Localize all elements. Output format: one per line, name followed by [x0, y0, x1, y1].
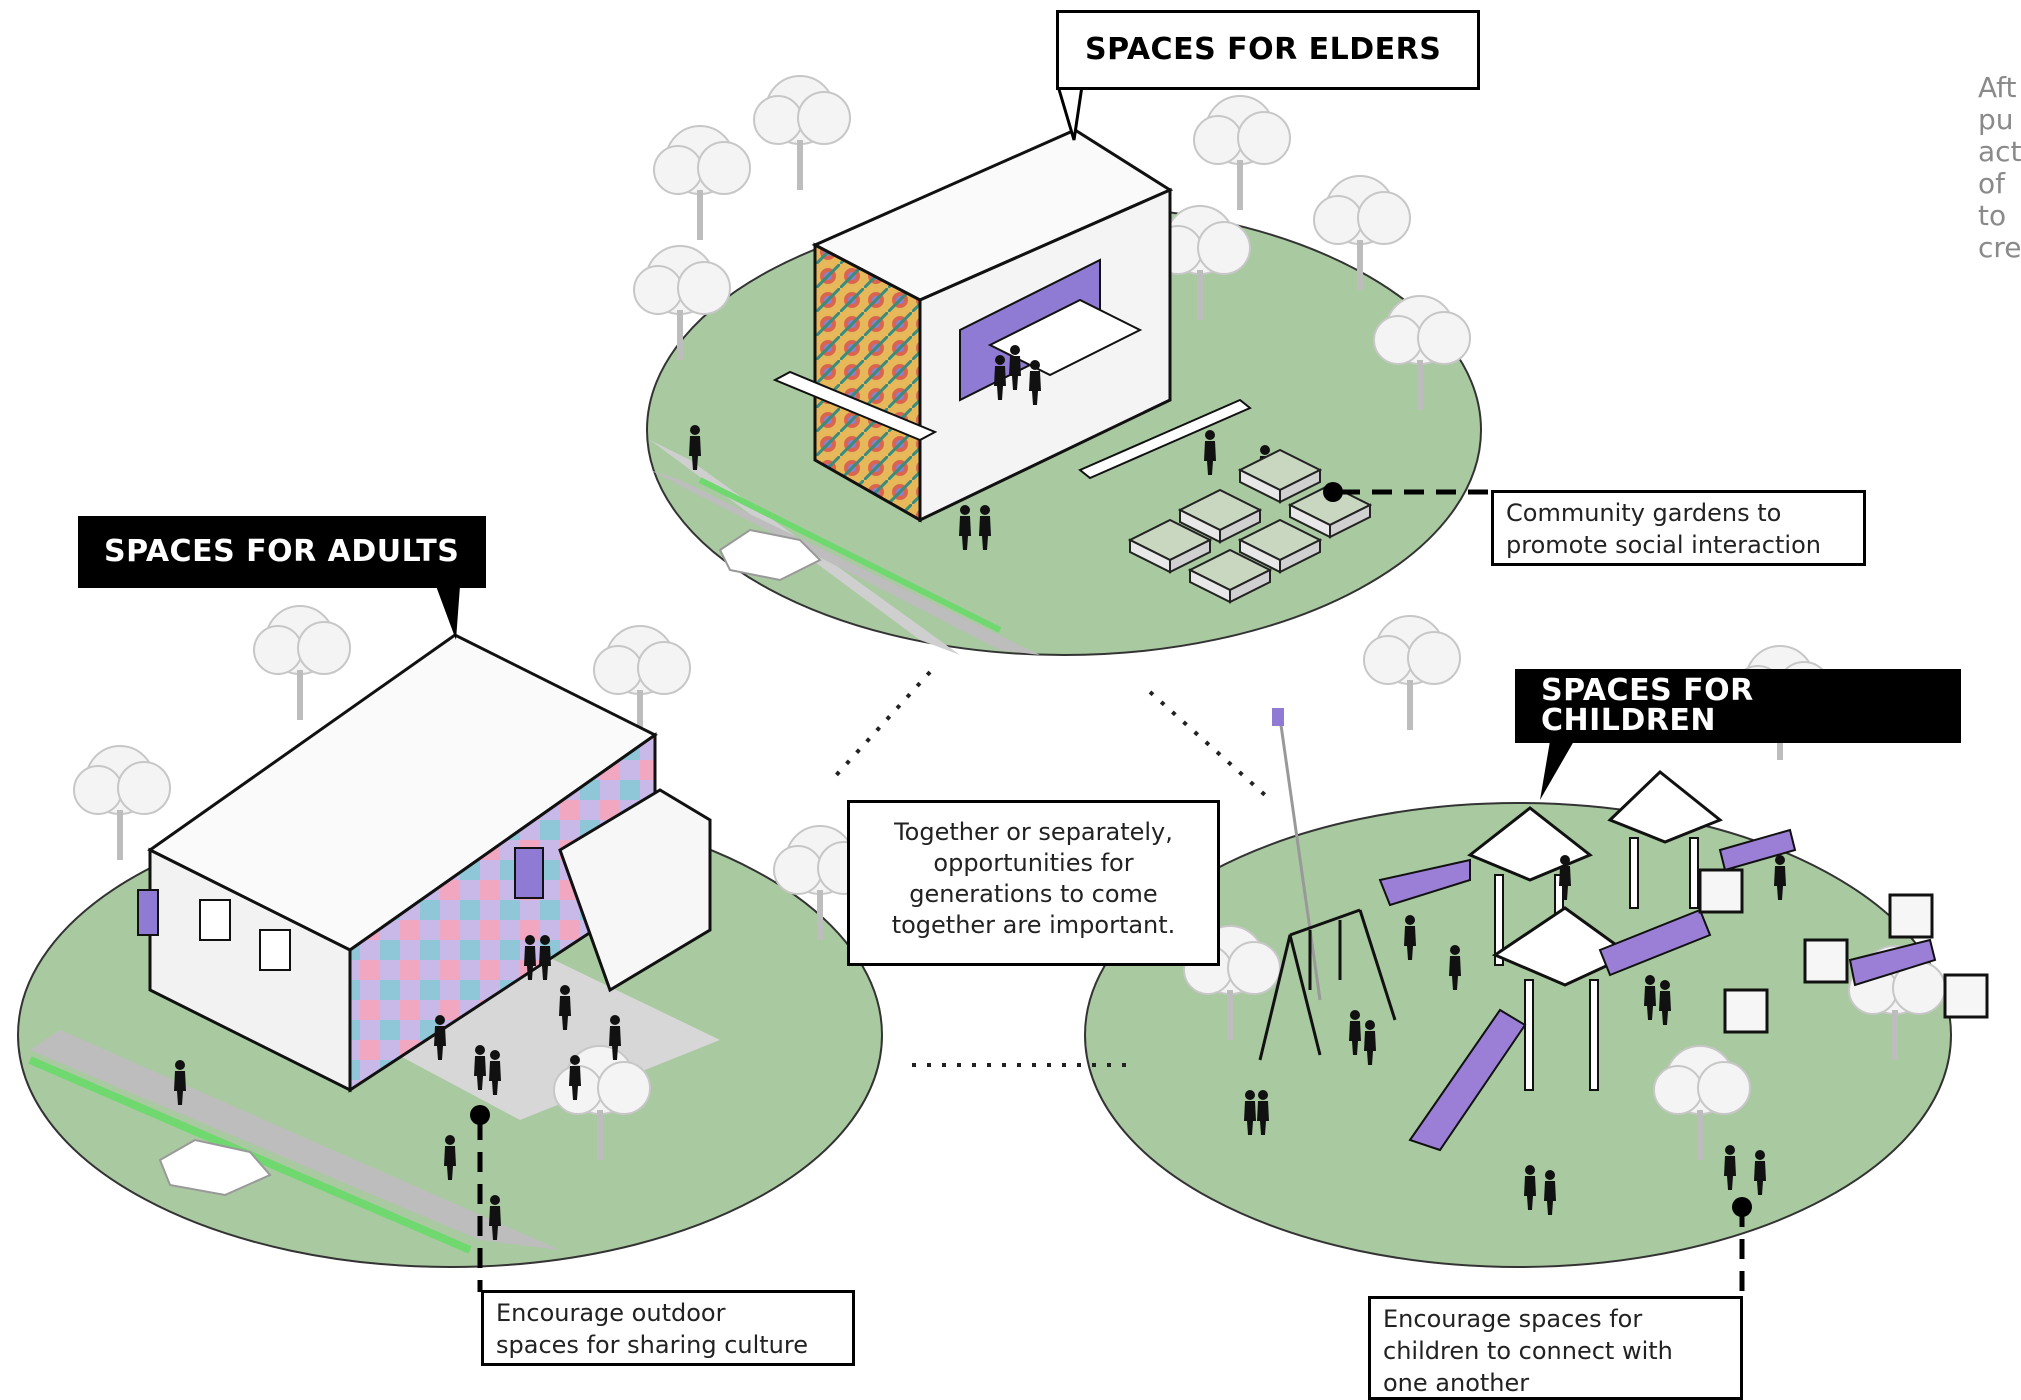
children-connect-line: one another	[1383, 1369, 1530, 1397]
center-note: Together or separately, opportunities fo…	[847, 800, 1220, 966]
slide-icon	[1378, 828, 1937, 1152]
adults-site	[17, 605, 883, 1268]
side-text-line: pu	[1978, 103, 2014, 136]
outdoor-line: spaces for sharing culture	[496, 1331, 808, 1359]
car-icon	[158, 1138, 272, 1197]
children-connect-line: children to connect with	[1383, 1337, 1673, 1365]
center-note-line: Together or separately,	[894, 818, 1173, 846]
tag-pointer	[1540, 741, 1574, 800]
car-icon	[718, 528, 822, 582]
pavilion-icon	[1607, 770, 1723, 909]
children-connect-callout: Encourage spaces for children to connect…	[1368, 1296, 1743, 1400]
side-text: Aft pu act of to cre	[1978, 72, 2021, 264]
gardens-line: Community gardens to	[1506, 499, 1782, 527]
children-label-text: SPACES FOR CHILDREN	[1541, 673, 1754, 738]
connector-dots	[828, 670, 1267, 1067]
tree-icon	[653, 125, 751, 241]
tree-icon	[253, 605, 351, 721]
elders-label: SPACES FOR ELDERS	[1056, 10, 1480, 90]
children-connect-line: Encourage spaces for	[1383, 1305, 1643, 1333]
center-note-line: opportunities for	[933, 849, 1134, 877]
swing-icon	[1258, 908, 1397, 1061]
leader-dot	[1323, 482, 1343, 502]
side-text-line: cre	[1978, 231, 2021, 264]
children-site	[1084, 615, 1989, 1268]
leader-dot	[1732, 1197, 1752, 1217]
outdoor-callout: Encourage outdoor spaces for sharing cul…	[481, 1290, 855, 1366]
adults-building	[137, 633, 712, 1093]
elders-label-text: SPACES FOR ELDERS	[1085, 32, 1442, 67]
elders-building	[772, 128, 1252, 523]
adults-label: SPACES FOR ADULTS	[78, 516, 486, 588]
elders-site	[633, 75, 1482, 656]
children-label: SPACES FOR CHILDREN	[1515, 669, 1961, 743]
leader-dot	[470, 1105, 490, 1125]
tree-icon	[1193, 95, 1291, 211]
callout-leaders	[477, 489, 1745, 1298]
tree-icon	[73, 745, 171, 861]
outdoor-line: Encourage outdoor	[496, 1299, 726, 1327]
side-text-line: of	[1978, 167, 2005, 200]
tag-pointer	[436, 586, 460, 640]
adults-label-text: SPACES FOR ADULTS	[104, 534, 460, 569]
side-text-line: to	[1978, 199, 2007, 232]
center-note-line: together are important.	[891, 911, 1176, 939]
gardens-callout: Community gardens to promote social inte…	[1491, 490, 1866, 566]
tree-icon	[1363, 615, 1461, 731]
side-text-line: Aft	[1978, 71, 2017, 104]
center-note-line: generations to come	[909, 880, 1158, 908]
gardens-line: promote social interaction	[1506, 531, 1821, 559]
tree-icon	[753, 75, 851, 191]
side-text-line: act	[1978, 135, 2021, 168]
